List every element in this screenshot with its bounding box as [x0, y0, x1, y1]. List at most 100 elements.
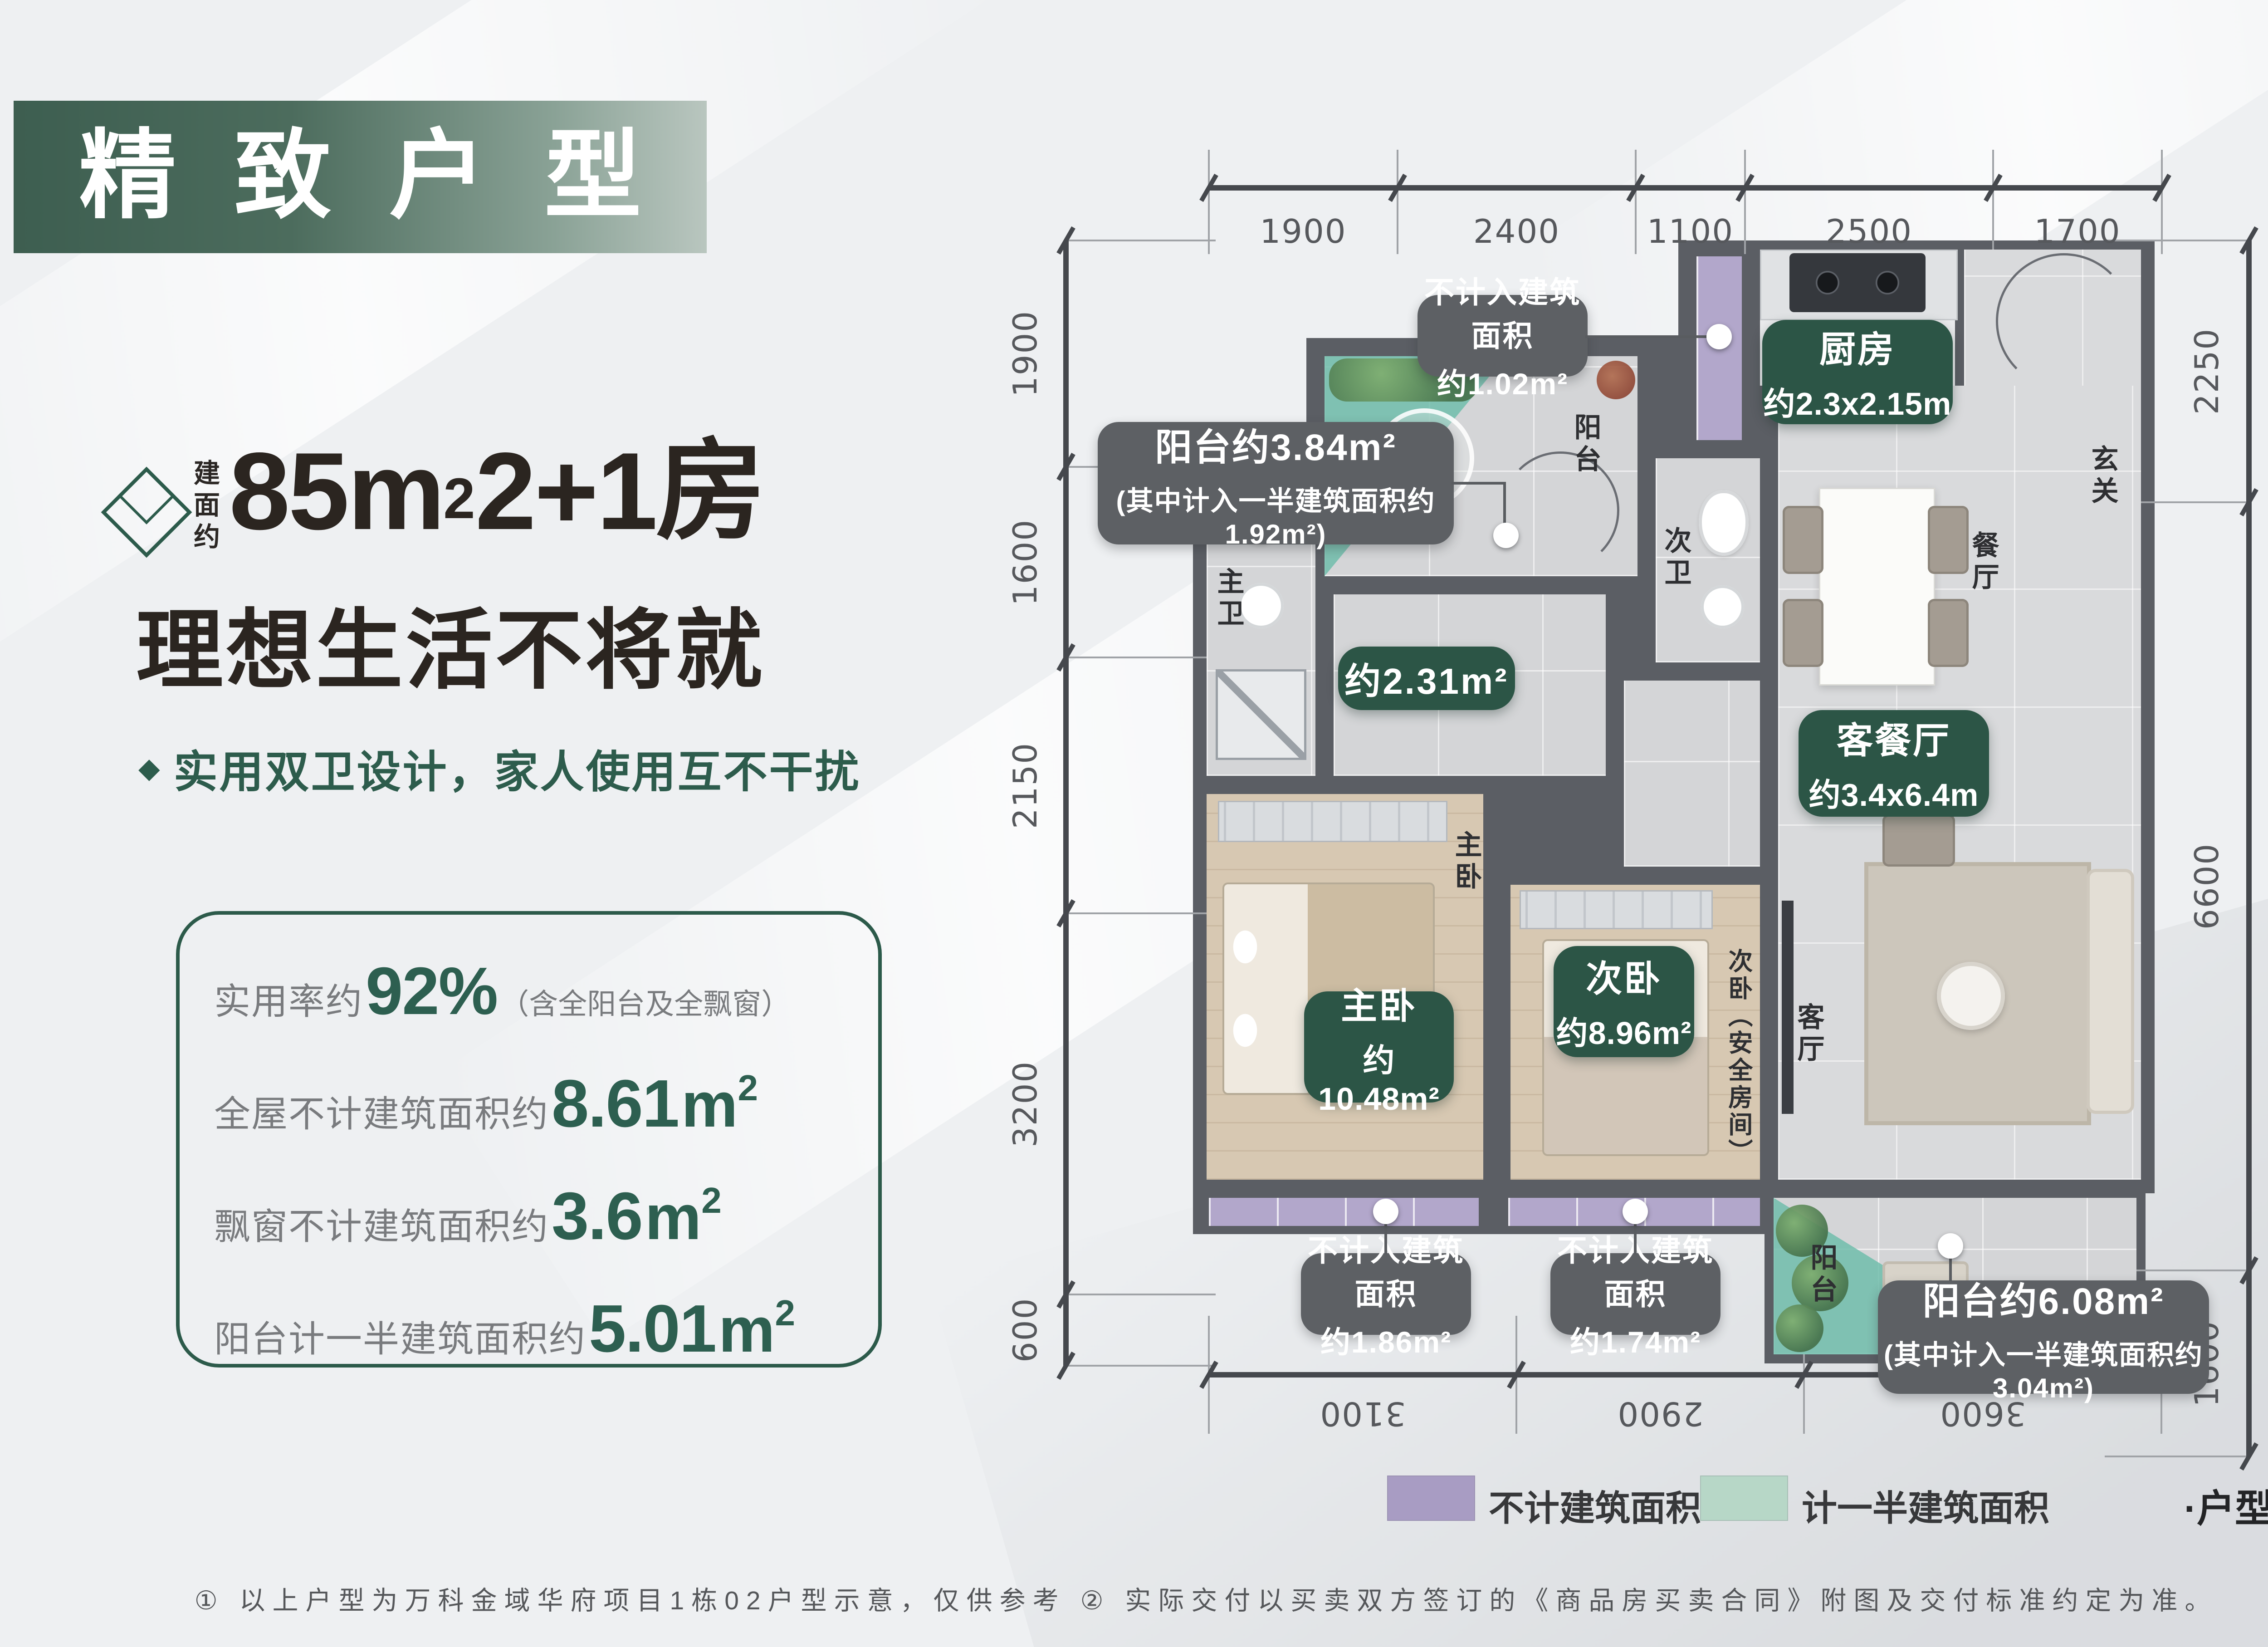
- entry-door-arc: [1996, 253, 2132, 389]
- leader-line: [1503, 482, 1506, 525]
- coffee-table: [1937, 962, 2005, 1030]
- red-plant: [1597, 361, 1635, 399]
- stat-usage-rate: 实用率约 92% （含全阳台及全飘窗）: [214, 954, 791, 1029]
- dim-left-4: 3200: [1006, 1060, 1044, 1147]
- headline-slogan: 理想生活不将就: [136, 602, 765, 699]
- headline-area: 85m22+1房: [229, 436, 766, 546]
- dim-left-2: 1600: [1006, 519, 1044, 606]
- balcony-bottom-label: 阳台: [1807, 1243, 1837, 1307]
- entry-label: 玄关: [2087, 445, 2118, 508]
- legend-purple-swatch: [1387, 1475, 1475, 1521]
- dim-ext: [1066, 657, 1216, 658]
- dim-top-4: 2500: [1825, 212, 1913, 250]
- dining-table: [1819, 488, 1935, 686]
- dining-chair: [1928, 506, 1969, 574]
- dim-ext: [2105, 240, 2250, 241]
- tooltip-kitchen: 厨房 约2.3x2.15m: [1762, 320, 1953, 424]
- legend-green-label: 计一半建筑面积: [1802, 1488, 2050, 1528]
- dim-ext: [1066, 1294, 1216, 1295]
- dim-right-1: 2250: [2188, 328, 2226, 415]
- footer-disclaimer: ① 以上户型为万科金域华府项目1栋02户型示意，仅供参考 ② 实际交付以买卖双方…: [194, 1586, 2218, 1615]
- dim-line-top: [1209, 185, 2162, 191]
- tooltip-bay-second-uncounted: 不计入建筑面积 约1.74m²: [1550, 1234, 1721, 1359]
- bath-second-label: 次卫: [1661, 526, 1691, 590]
- dim-ext: [1635, 150, 1637, 254]
- area-sup: 2: [443, 466, 475, 530]
- legend-purple-label: 不计建筑面积: [1489, 1488, 1701, 1528]
- selling-point: ◆ 实用双卫设计，家人使用互不干扰: [138, 747, 861, 797]
- area-number: 85: [229, 430, 349, 553]
- stove-icon: [1789, 253, 1926, 312]
- room-bath-second: [1656, 458, 1760, 662]
- tooltip-second-bedroom: 次卧 约8.96m²: [1554, 946, 1694, 1057]
- balcony-plants: [1776, 1304, 1823, 1352]
- balcony-door-arc: [1501, 451, 1619, 569]
- dim-line-left: [1063, 240, 1069, 1366]
- dim-ext: [1208, 150, 1210, 254]
- leader-line: [1585, 335, 1708, 338]
- bay-window-master: [1209, 1198, 1479, 1226]
- dim-ext: [2105, 1270, 2250, 1271]
- dim-top-2: 2400: [1473, 212, 1560, 250]
- title-banner: 精致户型: [14, 101, 707, 253]
- bath-master-label: 主卫: [1213, 567, 1244, 631]
- room-entry: [1964, 250, 2141, 395]
- dining-chair: [1783, 599, 1823, 667]
- dining-label: 餐厅: [1968, 531, 1999, 594]
- leader-marker: [1938, 1233, 1963, 1259]
- tooltip-balcony-top-area: 阳台约3.84m² (其中计入一半建筑面积约1.92m²): [1098, 422, 1454, 549]
- tv-console: [1782, 901, 1794, 1114]
- master-bedroom-tag: 主卧: [1451, 830, 1481, 894]
- dim-ext: [1066, 1365, 1216, 1367]
- room-utility: [1334, 594, 1606, 776]
- tooltip-master-bedroom: 主卧 约10.48m²: [1304, 986, 1454, 1117]
- leader-line: [1452, 482, 1506, 485]
- dim-ext: [2105, 1456, 2250, 1457]
- dining-chair: [1928, 599, 1969, 667]
- dim-ext: [1744, 150, 1746, 254]
- leader-line: [1949, 1259, 1952, 1281]
- leader-marker: [1623, 1199, 1648, 1224]
- corridor: [1624, 681, 1760, 867]
- sink-icon: [1701, 585, 1744, 628]
- dim-bottom-2: 2900: [1617, 1395, 1704, 1433]
- dim-right-2: 6600: [2188, 843, 2226, 930]
- dim-top-5: 1700: [2034, 212, 2121, 250]
- legend-green-swatch: [1700, 1475, 1788, 1521]
- dim-ext: [1066, 240, 1216, 241]
- leader-marker: [1706, 324, 1732, 349]
- stats-box: [176, 911, 882, 1368]
- armchair: [1882, 814, 1955, 867]
- leader-line: [1384, 1224, 1387, 1254]
- tooltip-utility-area: 约2.31m²: [1338, 647, 1515, 710]
- toilet-icon: [1699, 490, 1749, 556]
- shower-icon: [1216, 669, 1306, 760]
- wardrobe: [1218, 801, 1447, 842]
- wardrobe: [1520, 890, 1713, 929]
- dim-ext: [1397, 150, 1398, 254]
- tooltip-living-dining: 客餐厅 约3.4x6.4m: [1799, 710, 1989, 817]
- dim-ext: [2105, 501, 2250, 503]
- leader-marker: [1373, 1199, 1398, 1224]
- area-unit: m: [347, 430, 445, 553]
- dining-chair: [1783, 506, 1823, 574]
- dim-left-1: 1900: [1006, 310, 1044, 397]
- dim-ext: [1992, 150, 1994, 254]
- tooltip-bay-master-uncounted: 不计入建筑面积 约1.86m²: [1301, 1234, 1471, 1359]
- diamond-bullet-icon: ◆: [138, 753, 160, 784]
- page-title: 精致户型: [79, 123, 699, 230]
- balcony-top-label: 阳台: [1570, 413, 1601, 476]
- sink-icon: [1238, 583, 1284, 628]
- dim-ext: [1066, 912, 1216, 914]
- balcony-plants: [1792, 1255, 1848, 1311]
- dim-bottom-1: 3100: [1319, 1395, 1406, 1433]
- leader-line: [1634, 1224, 1637, 1254]
- tooltip-balcony-bottom-area: 阳台约6.08m² (其中计入一半建筑面积约3.04m²): [1878, 1280, 2209, 1403]
- dim-top-3: 1100: [1647, 212, 1734, 250]
- tooltip-closet-uncounted: 不计入建筑面积 约1.02m²: [1418, 275, 1588, 401]
- dim-left-3: 2150: [1006, 742, 1044, 829]
